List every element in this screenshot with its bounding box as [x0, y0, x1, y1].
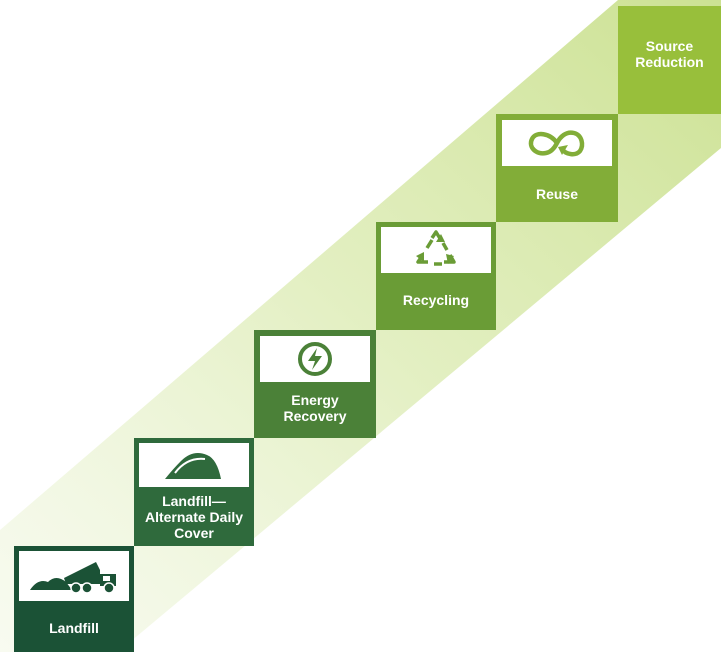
step-label: Landfill— Alternate Daily Cover [144, 493, 244, 541]
step-label: Recycling [402, 292, 470, 308]
step-icon-panel [260, 336, 370, 382]
step-label: Landfill [49, 620, 99, 636]
step-reuse: Reuse [496, 114, 618, 222]
step-source-reduction: Source Reduction [618, 6, 721, 114]
step-icon-panel [381, 227, 491, 273]
step-icon-panel [19, 551, 129, 601]
dump-truck-icon [30, 562, 116, 594]
step-landfill: Landfill [14, 546, 134, 652]
lightning-bolt-icon [298, 342, 332, 376]
step-recycling: Recycling [376, 222, 496, 330]
step-landfill-adc: Landfill— Alternate Daily Cover [134, 438, 254, 546]
step-label: Source Reduction [635, 38, 704, 70]
recycle-icon [416, 230, 456, 266]
step-label: Reuse [535, 186, 579, 202]
step-icon-panel [139, 443, 249, 487]
step-icon-panel [502, 120, 612, 166]
step-energy-recovery: Energy Recovery [254, 330, 376, 438]
infinity-loop-icon [528, 130, 585, 157]
step-label: Energy Recovery [283, 392, 347, 424]
landfill-mound-icon [165, 453, 221, 479]
